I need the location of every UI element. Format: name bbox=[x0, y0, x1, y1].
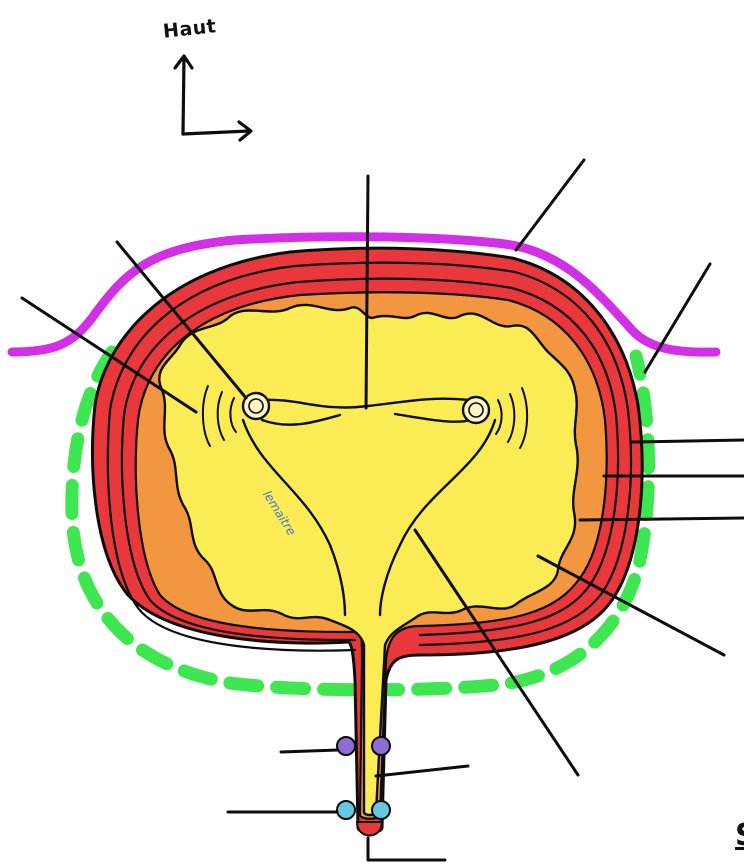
leader-line-canal-1 bbox=[281, 750, 338, 752]
leader-line-canal-bottom bbox=[368, 838, 445, 860]
lumen bbox=[159, 305, 577, 815]
canal-tip bbox=[357, 822, 382, 836]
leader-line-right-3 bbox=[580, 518, 744, 520]
leader-line-top-right bbox=[516, 160, 584, 250]
leader-line-top bbox=[366, 176, 368, 408]
leader-line-canal-2 bbox=[376, 766, 468, 776]
cropped-edge-letter: S bbox=[735, 818, 744, 853]
orientation-arrows-icon bbox=[175, 56, 251, 140]
leader-line-right-1 bbox=[632, 440, 744, 442]
